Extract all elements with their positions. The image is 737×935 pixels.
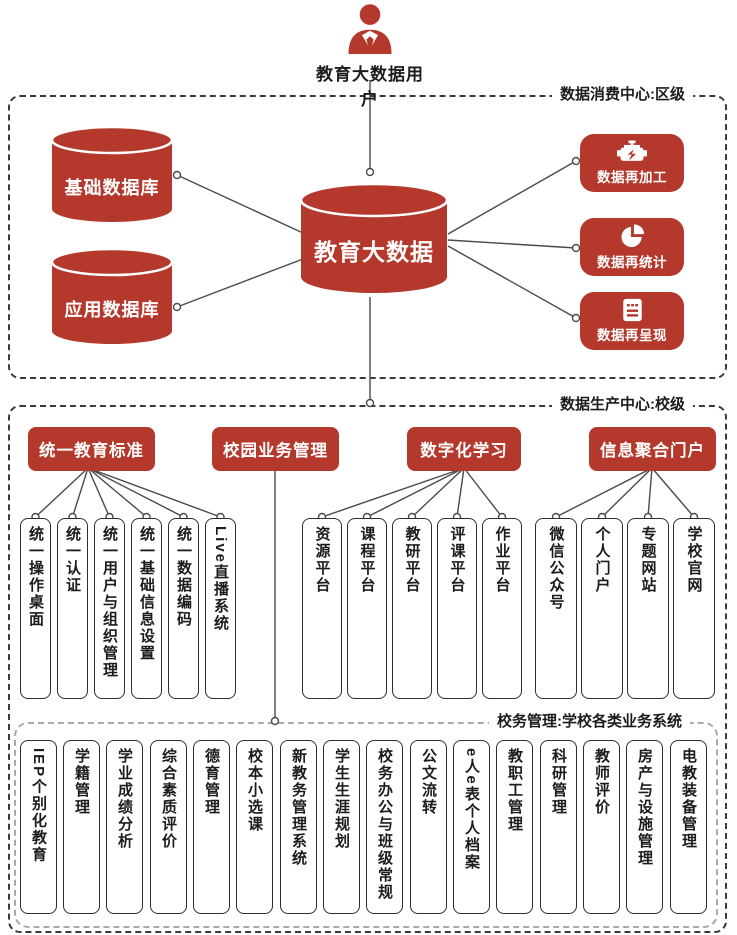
user-label: 教育大数据用户 xyxy=(316,65,424,109)
node-unified-auth: 统一认证 xyxy=(57,518,88,699)
output-reprocess: 数据再加工 xyxy=(580,134,684,192)
cylinder-shape xyxy=(299,182,449,293)
application-database-label: 应用数据库 xyxy=(64,300,160,320)
header-campus-business-management: 校园业务管理 xyxy=(212,427,339,471)
header-digital-learning: 数字化学习 xyxy=(407,427,521,471)
system-iep: IEP个别化教育 xyxy=(20,740,57,914)
system-student-records: 学籍管理 xyxy=(63,740,100,914)
node-resource-platform: 资源平台 xyxy=(302,518,342,699)
node-unified-basic-info: 统一基础信息设置 xyxy=(131,518,162,699)
node-lesson-review-platform: 评课平台 xyxy=(437,518,477,699)
system-staff-management: 教职工管理 xyxy=(496,740,533,914)
cylinder-shape xyxy=(50,247,174,344)
node-unified-data-coding: 统一数据编码 xyxy=(168,518,199,699)
system-new-academic-admin: 新教务管理系统 xyxy=(280,740,317,914)
system-research-management: 科研管理 xyxy=(540,740,577,914)
output-restatistics: 数据再统计 xyxy=(580,218,684,276)
report-icon xyxy=(622,298,642,322)
engine-icon xyxy=(617,140,647,161)
system-moral-education: 德育管理 xyxy=(193,740,230,914)
node-live-broadcast: Live直播系统 xyxy=(205,518,236,699)
system-grade-analysis: 学业成绩分析 xyxy=(106,740,143,914)
output-restatistics-label: 数据再统计 xyxy=(597,254,667,270)
application-database-cylinder: 应用数据库 xyxy=(50,247,174,346)
node-wechat-official: 微信公众号 xyxy=(535,518,577,699)
system-office-class-routine: 校务办公与班级常规 xyxy=(366,740,403,914)
system-teacher-evaluation: 教师评价 xyxy=(583,740,620,914)
system-elective-courses: 校本小选课 xyxy=(236,740,273,914)
system-property-facilities: 房产与设施管理 xyxy=(626,740,663,914)
businessman-icon xyxy=(348,4,392,54)
system-document-flow: 公文流转 xyxy=(410,740,447,914)
pie-chart-icon xyxy=(620,223,644,247)
consumption-zone-label: 数据消费中心:区级 xyxy=(552,86,693,104)
node-topic-website: 专题网站 xyxy=(627,518,669,699)
node-unified-desktop: 统一操作桌面 xyxy=(20,518,51,699)
node-homework-platform: 作业平台 xyxy=(482,518,522,699)
header-unified-education-standards: 统一教育标准 xyxy=(28,427,155,471)
production-zone-label: 数据生产中心:校级 xyxy=(552,396,693,414)
node-personal-portal: 个人门户 xyxy=(581,518,623,699)
school-affairs-zone-label: 校务管理:学校各类业务系统 xyxy=(489,713,690,731)
cylinder-shape xyxy=(50,125,174,222)
output-representation: 数据再呈现 xyxy=(580,292,684,350)
system-av-equipment: 电教装备管理 xyxy=(670,740,707,914)
node-unified-user-org: 统一用户与组织管理 xyxy=(94,518,125,699)
basic-database-label: 基础数据库 xyxy=(64,178,160,198)
system-quality-evaluation: 综合素质评价 xyxy=(150,740,187,914)
output-representation-label: 数据再呈现 xyxy=(597,328,667,343)
school-affairs-zone-frame xyxy=(14,722,718,928)
system-personal-archive: e人e表个人档案 xyxy=(453,740,490,914)
header-info-portal: 信息聚合门户 xyxy=(589,427,716,471)
node-school-website: 学校官网 xyxy=(673,518,715,699)
big-data-hub-cylinder: 教育大数据 xyxy=(299,182,449,297)
basic-database-cylinder: 基础数据库 xyxy=(50,125,174,224)
node-course-platform: 课程平台 xyxy=(347,518,387,699)
big-data-hub-label: 教育大数据 xyxy=(314,239,434,265)
big-data-user: 教育大数据用户 xyxy=(310,2,430,110)
system-career-planning: 学生生涯规划 xyxy=(323,740,360,914)
node-research-platform: 教研平台 xyxy=(392,518,432,699)
consumption-zone-frame xyxy=(8,95,727,379)
output-reprocess-label: 数据再加工 xyxy=(597,170,667,185)
